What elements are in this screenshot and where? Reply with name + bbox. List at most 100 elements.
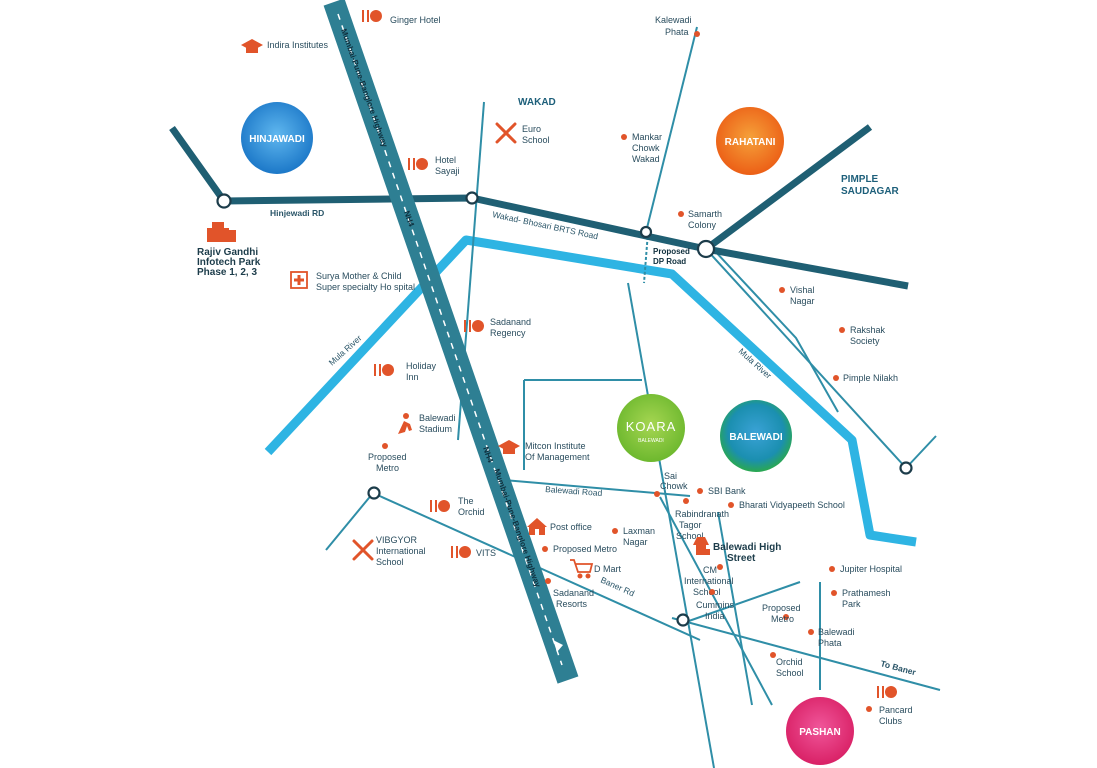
graduation-cap-icon (498, 440, 520, 454)
poi-sadanand-resorts-2: Resorts (556, 599, 588, 609)
shopping-street-icon (693, 537, 710, 555)
poi-laxman-2: Nagar (623, 537, 648, 547)
poi-kalewadi-2: Phata (665, 27, 689, 37)
graduation-cap-icon (241, 39, 263, 53)
location-dot (621, 134, 627, 140)
poi-samarth-2: Colony (688, 220, 717, 230)
poi-mankar-1: Mankar (632, 132, 662, 142)
junction-hinjewadi (216, 193, 232, 209)
school-tools-icon (495, 122, 517, 144)
poi-pancard-1: Pancard (879, 705, 913, 715)
area-balewadi-bubble (720, 400, 792, 472)
location-dot (717, 564, 723, 570)
restaurant-icon (430, 500, 450, 512)
location-dot (866, 706, 872, 712)
poi-post-office: Post office (550, 522, 592, 532)
poi-cummins-2: India (705, 611, 725, 621)
poi-vits: VITS (476, 548, 496, 558)
road-balewadi-label: Balewadi Road (545, 484, 603, 498)
location-dot (833, 375, 839, 381)
road-baner-label: Baner Rd (599, 575, 636, 599)
poi-cm-school-2: International (684, 576, 734, 586)
poi-the-orchid-2: Orchid (458, 507, 485, 517)
poi-balewadi-phata-2: Phata (818, 638, 842, 648)
road-hinjewadi-label: Hinjewadi RD (270, 208, 324, 218)
poi-dmart: D Mart (594, 564, 621, 574)
poi-ginger-hotel: Ginger Hotel (390, 15, 441, 25)
poi-proposed-metro-3b: Metro (771, 614, 794, 624)
poi-proposed-metro-1a: Proposed (368, 452, 407, 462)
location-dot (683, 498, 689, 504)
location-dot (694, 31, 700, 37)
poi-high-street-1: Balewadi High (713, 542, 781, 553)
poi-prathamesh-2: Park (842, 599, 861, 609)
location-dot (678, 211, 684, 217)
poi-hotel-sayaji-1: Hotel (435, 155, 456, 165)
restaurant-icon (408, 158, 428, 170)
junction-mankar (639, 225, 653, 239)
area-wakad-label: WAKAD (518, 97, 556, 108)
junction-wakad (465, 191, 479, 205)
poi-sai-chowk-1: Sai (664, 471, 677, 481)
highway-arrow (553, 640, 563, 652)
restaurant-icon (374, 364, 394, 376)
poi-mitcon-1: Mitcon Institute (525, 441, 586, 451)
area-pashan-label: PASHAN (799, 727, 840, 738)
poi-prathamesh-1: Prathamesh (842, 588, 891, 598)
poi-bharati: Bharati Vidyapeeth School (739, 500, 845, 510)
location-dot (831, 590, 837, 596)
poi-mitcon-2: Of Management (525, 452, 590, 462)
poi-the-orchid-1: The (458, 496, 474, 506)
location-dot (542, 546, 548, 552)
location-dot (783, 614, 789, 620)
location-dot (808, 629, 814, 635)
location-dot (709, 589, 715, 595)
poi-rakshak-2: Society (850, 336, 880, 346)
poi-mankar-3: Wakad (632, 154, 660, 164)
hospital-cross-icon (290, 271, 308, 289)
area-pashan-bubble (786, 697, 854, 765)
location-dot (829, 566, 835, 572)
poi-indira-institutes: Indira Institutes (267, 40, 329, 50)
junction-metro (367, 486, 381, 500)
poi-hotel-sayaji-2: Sayaji (435, 166, 460, 176)
poi-sadanand-regency-2: Regency (490, 328, 526, 338)
road-dp-label-1: Proposed (653, 247, 690, 256)
poi-rabindranath-3: School (676, 531, 704, 541)
restaurant-icon (464, 320, 484, 332)
junction-baner (676, 613, 690, 627)
proposed-dp-road (643, 231, 649, 284)
poi-sai-chowk-2: Chowk (660, 481, 688, 491)
location-dot (839, 327, 845, 333)
stadium-runner-icon (398, 413, 412, 434)
poi-holiday-inn-1: Holiday (406, 361, 437, 371)
location-dot (545, 578, 551, 584)
poi-proposed-metro-3a: Proposed (762, 603, 801, 613)
area-hinjawadi-label: HINJAWADI (249, 134, 305, 145)
restaurant-icon (362, 10, 382, 22)
area-hinjawadi-bubble (241, 102, 313, 174)
road-dp-label-2: DP Road (653, 257, 686, 266)
junction-pimple (696, 239, 716, 259)
restaurant-icon (877, 686, 897, 698)
poi-orchid-school-1: Orchid (776, 657, 803, 667)
school-tools-icon (352, 539, 374, 561)
minor-roads (325, 26, 941, 768)
poi-euro-school-2: School (522, 135, 550, 145)
area-rahatani-bubble (716, 107, 784, 175)
poi-euro-school-1: Euro (522, 124, 541, 134)
poi-mankar-2: Chowk (632, 143, 660, 153)
poi-vibgyor-1: VIBGYOR (376, 535, 418, 545)
poi-vibgyor-3: School (376, 557, 404, 567)
poi-balewadi-phata-1: Balewadi (818, 627, 855, 637)
poi-laxman-1: Laxman (623, 526, 655, 536)
project-koara-bubble (617, 394, 685, 462)
poi-pimple-nilakh: Pimple Nilakh (843, 373, 898, 383)
poi-rabindranath-1: Rabindranath (675, 509, 729, 519)
poi-sadanand-regency-1: Sadanand (490, 317, 531, 327)
office-building-icon (207, 222, 236, 242)
location-dot (770, 652, 776, 658)
poi-pancard-2: Clubs (879, 716, 903, 726)
poi-surya-1: Surya Mother & Child (316, 271, 402, 281)
poi-high-street-2: Street (727, 553, 756, 564)
